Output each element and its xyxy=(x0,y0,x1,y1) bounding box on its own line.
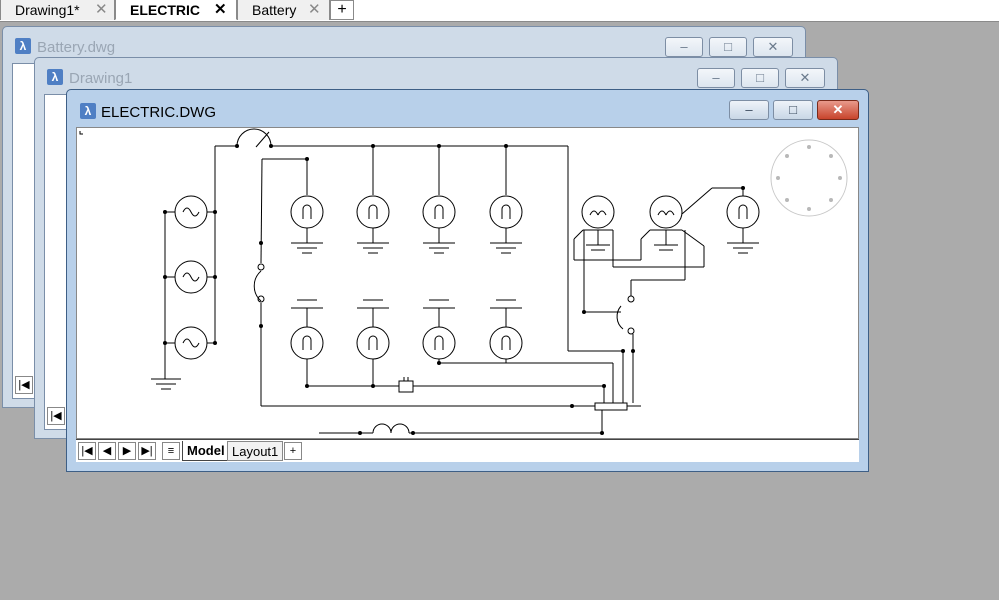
doc-tab-label: ELECTRIC xyxy=(130,2,200,18)
doc-tab-drawing1[interactable]: Drawing1* ✕ xyxy=(0,0,115,20)
window-title: Battery.dwg xyxy=(37,39,116,56)
first-icon[interactable]: |◀ xyxy=(47,407,65,425)
layout-list-icon[interactable]: ≡ xyxy=(162,442,180,460)
drawing-canvas[interactable] xyxy=(76,127,859,439)
maximize-button[interactable]: □ xyxy=(709,37,747,57)
close-icon[interactable]: ✕ xyxy=(214,1,227,18)
tab-model[interactable]: Model xyxy=(182,441,230,461)
close-icon[interactable]: ✕ xyxy=(95,1,108,18)
maximize-button[interactable]: □ xyxy=(773,100,813,120)
first-icon[interactable]: |◀ xyxy=(78,442,96,460)
tab-layout1[interactable]: Layout1 xyxy=(227,441,284,461)
minimize-button[interactable]: – xyxy=(729,100,769,120)
new-tab-button[interactable]: + xyxy=(330,0,354,20)
window-title: ELECTRIC.DWG xyxy=(101,104,217,121)
autocad-app-icon: λ xyxy=(47,69,63,85)
close-button[interactable]: ✕ xyxy=(785,68,825,88)
window-title: Drawing1 xyxy=(69,70,133,87)
electrical-schematic xyxy=(79,128,848,435)
first-icon[interactable]: |◀ xyxy=(15,376,33,394)
document-tab-bar: Drawing1* ✕ ELECTRIC ✕ Battery ✕ + xyxy=(0,0,999,22)
close-button[interactable]: ✕ xyxy=(753,37,793,57)
close-icon[interactable]: ✕ xyxy=(308,1,321,18)
minimize-button[interactable]: – xyxy=(697,68,735,88)
prev-icon[interactable]: ◀ xyxy=(98,442,116,460)
next-icon[interactable]: ▶ xyxy=(118,442,136,460)
view-compass-icon xyxy=(770,139,848,217)
last-icon[interactable]: ▶| xyxy=(138,442,156,460)
doc-tab-battery[interactable]: Battery ✕ xyxy=(237,0,330,20)
minimize-button[interactable]: – xyxy=(665,37,703,57)
maximize-button[interactable]: □ xyxy=(741,68,779,88)
autocad-app-icon: λ xyxy=(15,38,31,54)
doc-tab-electric[interactable]: ELECTRIC ✕ xyxy=(115,0,237,20)
layout-tab-bar: |◀ ◀ ▶ ▶| ≡ Model Layout1 + xyxy=(76,439,859,462)
add-layout-button[interactable]: + xyxy=(284,442,302,460)
close-button[interactable]: ✕ xyxy=(817,100,859,120)
autocad-app-icon: λ xyxy=(80,103,96,119)
doc-tab-label: Battery xyxy=(252,2,297,18)
doc-tab-label: Drawing1* xyxy=(15,2,80,18)
